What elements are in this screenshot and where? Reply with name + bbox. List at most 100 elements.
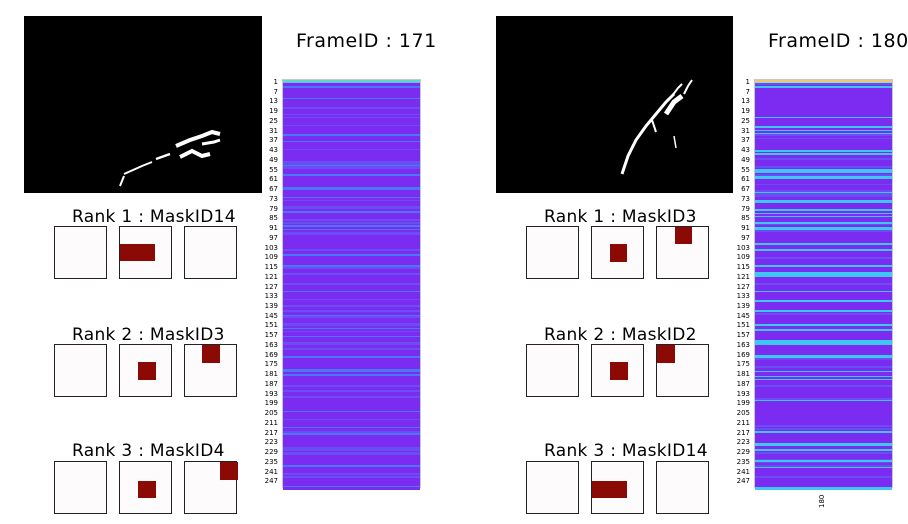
- heatmap-row: [755, 223, 892, 226]
- heatmap-row: [755, 196, 892, 199]
- heatmap-row: [755, 404, 892, 407]
- heatmap-row: [283, 137, 420, 140]
- heatmap-row: [755, 161, 892, 164]
- heatmap-row: [283, 473, 420, 476]
- heatmap-row: [755, 234, 892, 238]
- heatmap-row: [755, 207, 892, 210]
- heatmap-row: [283, 212, 420, 215]
- heatmap-row: [755, 263, 892, 266]
- heatmap-row: [755, 211, 892, 214]
- heatmap-row: [283, 322, 420, 326]
- heatmap-row: [755, 255, 892, 258]
- heatmap-row: [755, 231, 892, 234]
- y-tick-label: 19: [741, 107, 750, 116]
- heatmap-row: [283, 417, 420, 420]
- heatmap-row: [755, 316, 892, 319]
- heatmap-row: [755, 428, 892, 431]
- rank-2-mask-b: [119, 344, 172, 397]
- heatmap-row: [755, 326, 892, 329]
- heatmap-row: [755, 318, 892, 321]
- heatmap-row: [755, 463, 892, 466]
- y-tick-label: 13: [741, 97, 750, 106]
- heatmap-row: [755, 257, 892, 260]
- heatmap-row: [283, 273, 420, 276]
- heatmap-row: [755, 450, 892, 453]
- heatmap-row: [283, 100, 420, 103]
- heatmap-row: [283, 367, 420, 370]
- mask-shape: [119, 129, 221, 187]
- heatmap-row: [283, 375, 420, 378]
- heatmap-row: [283, 263, 420, 266]
- heatmap-row: [755, 279, 892, 282]
- heatmap-row: [755, 276, 892, 279]
- heatmap-row: [283, 351, 420, 354]
- y-tick-label: 49: [741, 155, 750, 164]
- heatmap-row: [755, 431, 892, 434]
- y-tick-label: 103: [736, 243, 750, 252]
- heatmap-row: [755, 187, 892, 190]
- heatmap-row: [755, 351, 892, 354]
- heatmap-row: [755, 449, 892, 452]
- y-tick-label: 205: [264, 409, 278, 418]
- heatmap-row: [755, 215, 892, 218]
- heatmap-row: [283, 238, 420, 241]
- y-tick-label: 127: [736, 282, 750, 291]
- heatmap-row: [283, 413, 420, 417]
- heatmap-row: [283, 404, 420, 407]
- heatmap-row: [755, 252, 892, 255]
- y-tick-label: 97: [269, 233, 278, 242]
- heatmap-row: [755, 380, 892, 383]
- heatmap-row: [755, 100, 892, 103]
- heatmap-row: [283, 116, 420, 119]
- heatmap-row: [755, 306, 892, 310]
- heatmap-row: [283, 356, 420, 359]
- heatmap-row: [283, 265, 420, 268]
- heatmap-row: [283, 423, 420, 426]
- heatmap-row: [283, 302, 420, 305]
- heatmap-row: [283, 327, 420, 330]
- y-tick-label: 61: [741, 175, 750, 184]
- rank-1-mask-a: [54, 226, 107, 279]
- heatmap-row: [283, 401, 420, 404]
- heatmap-row: [755, 441, 892, 444]
- heatmap-row: [283, 444, 420, 447]
- heatmap-row: [755, 265, 892, 268]
- heatmap-row: [283, 203, 420, 206]
- heatmap-row: [755, 226, 892, 230]
- heatmap-row: [755, 474, 892, 477]
- y-tick-label: 25: [741, 116, 750, 125]
- frame-title: FrameID : 171: [296, 30, 437, 52]
- heatmap-row: [283, 234, 420, 238]
- heatmap-row: [755, 116, 892, 119]
- heatmap-row: [283, 225, 420, 228]
- y-tick-label: 217: [264, 428, 278, 437]
- heatmap-row: [283, 383, 420, 386]
- y-tick-label: 7: [745, 87, 750, 96]
- heatmap-row: [283, 230, 420, 233]
- heatmap-row: [755, 143, 892, 147]
- heatmap-row: [755, 238, 892, 241]
- y-tick-label: 127: [264, 282, 278, 291]
- heatmap-row: [283, 479, 420, 482]
- rank-1-mask-c: [656, 226, 709, 279]
- heatmap-row: [283, 447, 420, 450]
- heatmap-row: [755, 386, 892, 389]
- heatmap-row: [283, 369, 420, 372]
- heatmap-row: [283, 147, 420, 150]
- heatmap-row: [755, 378, 892, 381]
- heatmap-row: [283, 119, 420, 123]
- heatmap-row: [755, 239, 892, 242]
- heatmap-row: [283, 187, 420, 190]
- heatmap-row: [283, 105, 420, 108]
- heatmap-row: [755, 164, 892, 167]
- heatmap-row: [283, 92, 420, 95]
- heatmap-row: [755, 308, 892, 311]
- heatmap-row: [283, 410, 420, 413]
- heatmap-row: [283, 153, 420, 156]
- y-tick-label: 199: [264, 399, 278, 408]
- heatmap-row: [283, 308, 420, 311]
- heatmap-row: [755, 369, 892, 372]
- heatmap-row: [283, 361, 420, 364]
- heatmap-row: [283, 468, 420, 471]
- mask-fill: [138, 362, 156, 380]
